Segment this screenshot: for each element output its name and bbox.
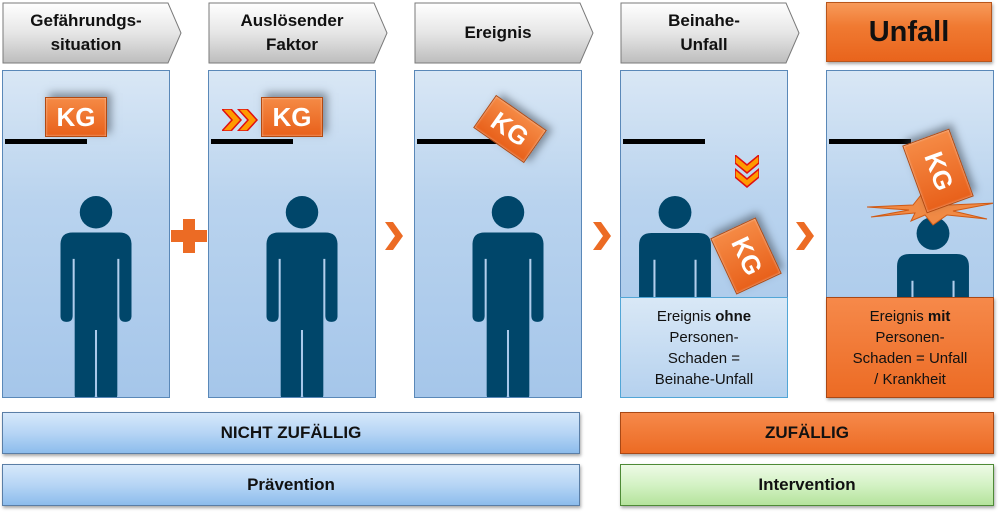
shelf — [417, 139, 499, 144]
shelf — [211, 139, 293, 144]
bar-zufaellig: ZUFÄLLIG — [620, 412, 994, 454]
bar-nicht-zufaellig: NICHT ZUFÄLLIG — [2, 412, 580, 454]
stage-title: Unfall — [868, 15, 950, 48]
bar-label: ZUFÄLLIG — [764, 423, 850, 442]
panel-ausloesender-faktor: KG — [208, 70, 376, 398]
caption-unfall: Ereignis mit Personen- Schaden = Unfall … — [826, 297, 994, 398]
kg-block: KG — [45, 97, 107, 137]
stage-title: Beinahe-Unfall — [668, 11, 740, 54]
bar-label: Intervention — [758, 475, 856, 494]
double-chevron-down-icon — [735, 155, 759, 188]
stage-header-gefaehrdungssituation: Gefährundgs-situation — [2, 2, 182, 64]
stage-title: Ereignis — [464, 23, 532, 42]
chevron-shape — [2, 2, 182, 64]
chevron-shape — [208, 2, 388, 64]
bar-intervention: Intervention — [620, 464, 994, 506]
kg-block: KG — [473, 94, 547, 164]
person-icon — [60, 196, 132, 398]
chevron-shape — [414, 2, 594, 64]
person-icon — [472, 196, 544, 398]
bar-label: NICHT ZUFÄLLIG — [220, 423, 362, 442]
bar-label: Prävention — [247, 475, 335, 494]
stage-header-unfall: Unfall — [826, 2, 992, 62]
bar-praevention: Prävention — [2, 464, 580, 506]
double-chevron-right-icon — [222, 109, 259, 131]
stage-header-beinahe-unfall: Beinahe-Unfall — [620, 2, 800, 64]
panel-gefaehrdungssituation: KG — [2, 70, 170, 398]
shelf — [5, 139, 87, 144]
kg-block: KG — [261, 97, 323, 137]
kg-block: KG — [710, 217, 782, 295]
caption-beinahe-unfall: Ereignis ohne Personen- Schaden = Beinah… — [620, 297, 788, 398]
chevron-right-icon — [796, 222, 814, 250]
panel-ereignis: KG — [414, 70, 582, 398]
person-icon — [639, 196, 711, 309]
person-icon — [266, 196, 338, 398]
chevron-right-icon — [593, 222, 611, 250]
stage-header-ereignis: Ereignis — [414, 2, 594, 64]
stage-title: Gefährundgs-situation — [30, 11, 142, 54]
shelf — [829, 139, 911, 144]
chevron-right-icon — [385, 222, 403, 250]
shelf — [623, 139, 705, 144]
plus-icon — [171, 219, 207, 253]
chevron-shape — [620, 2, 800, 64]
